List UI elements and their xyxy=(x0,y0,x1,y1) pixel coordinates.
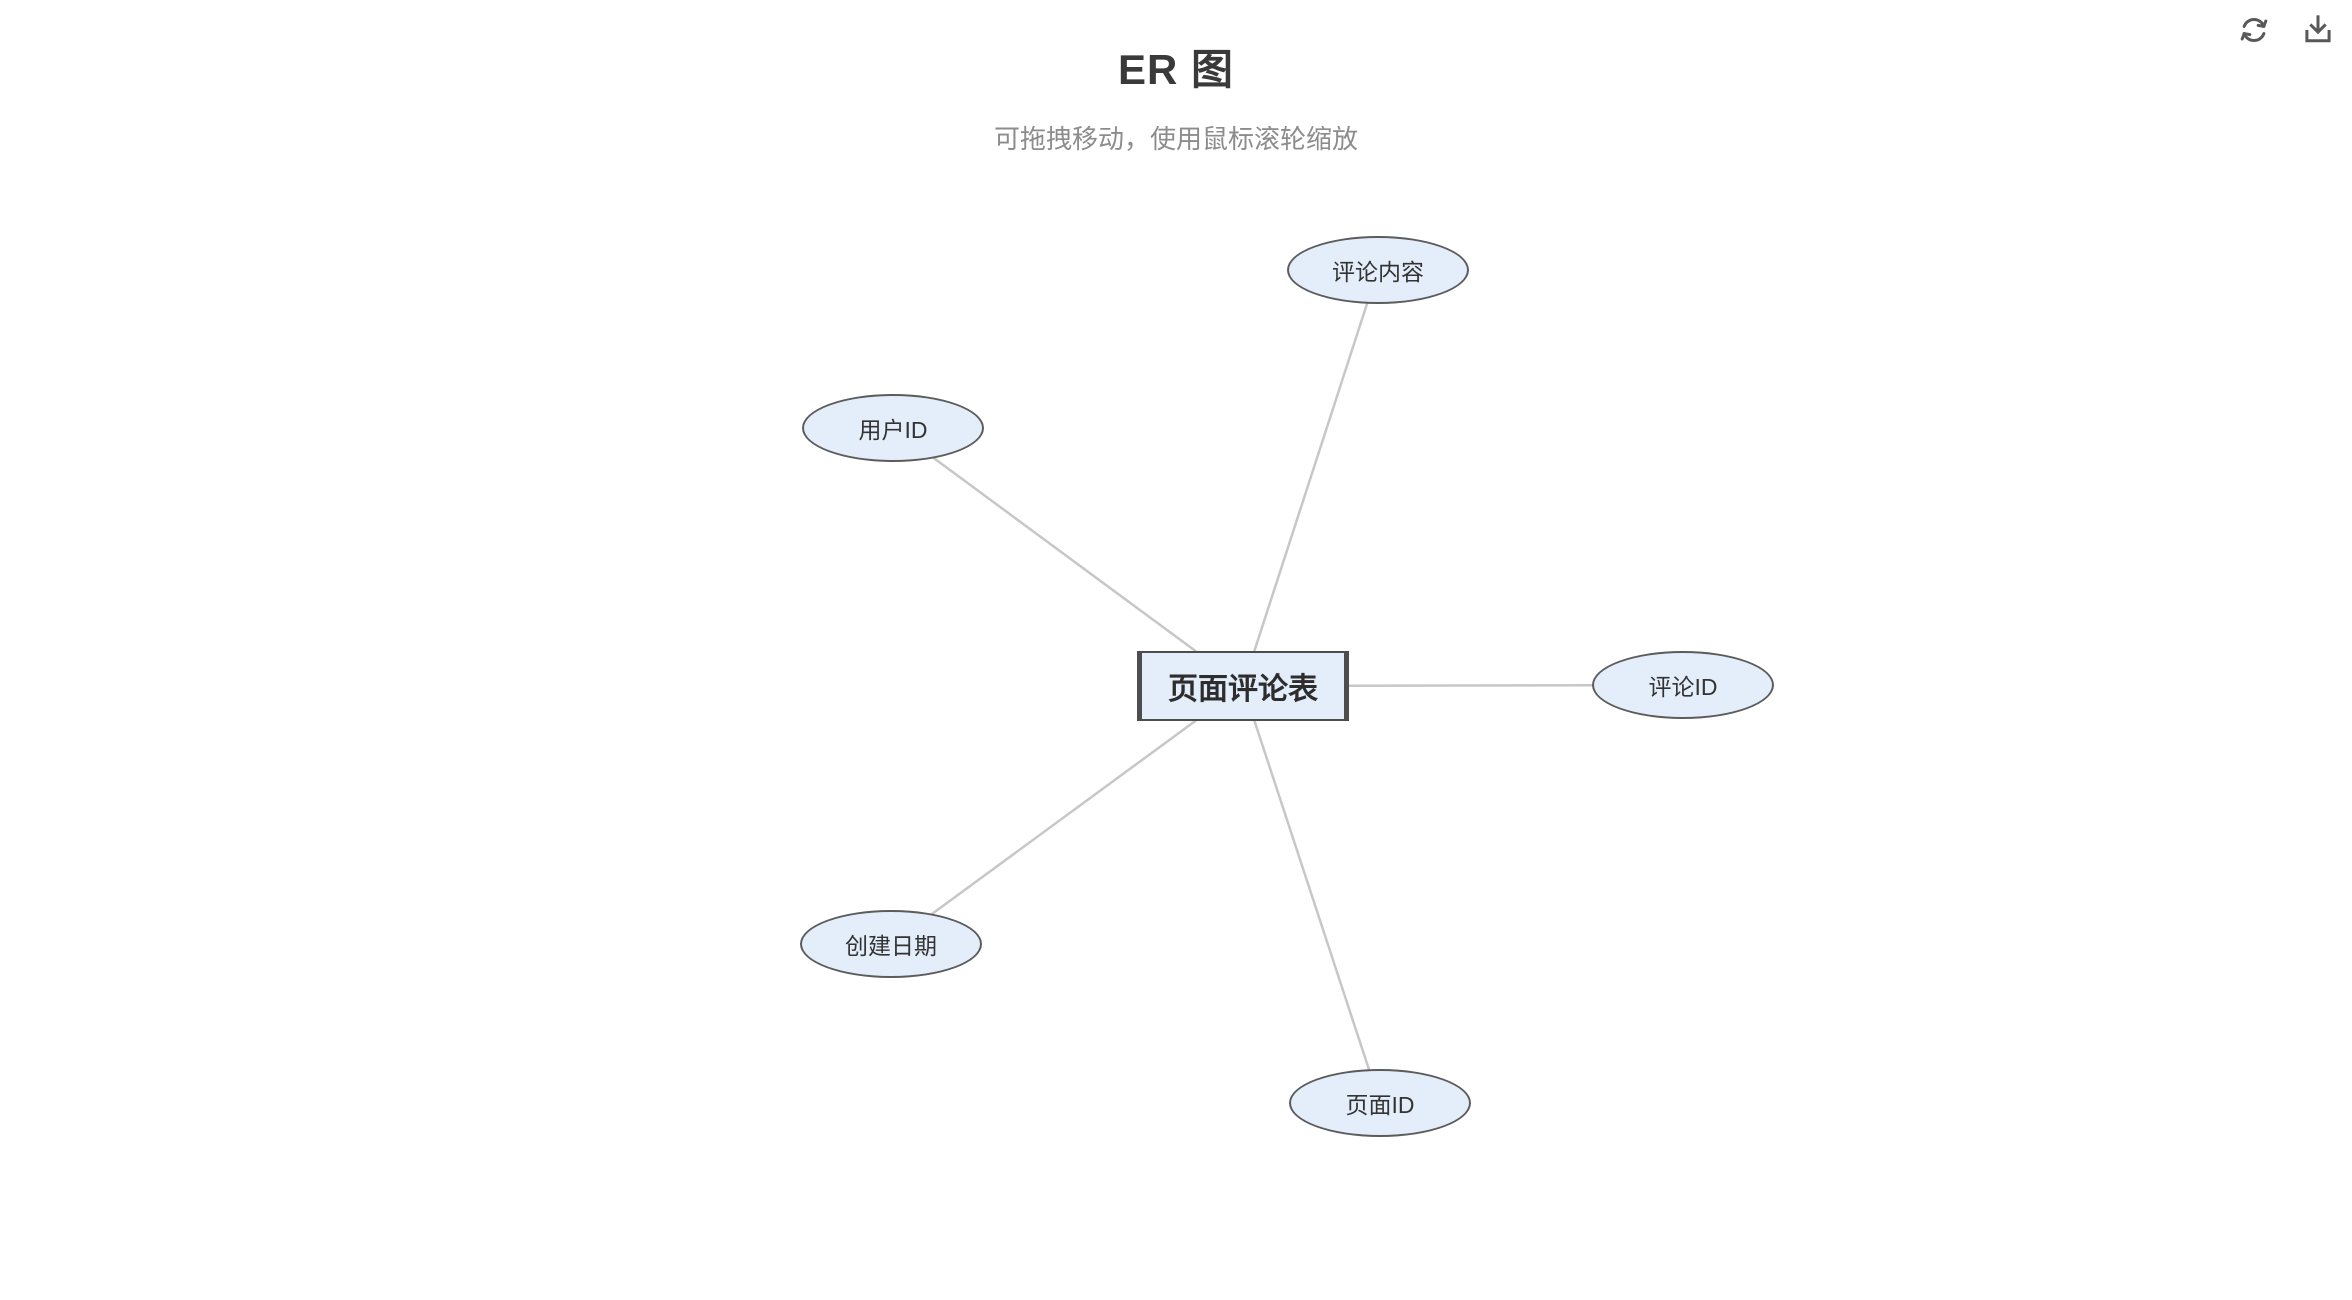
edge-页面评论表-评论内容 xyxy=(1241,269,1380,687)
edge-页面评论表-页面ID xyxy=(1241,685,1382,1104)
attribute-node-1[interactable]: 评论内容 xyxy=(1287,236,1469,304)
refresh-button[interactable] xyxy=(2232,8,2276,52)
entity-node[interactable]: 页面评论表 xyxy=(1137,651,1349,721)
refresh-icon xyxy=(2240,18,2268,42)
toolbar xyxy=(2232,8,2340,52)
attribute-node-5[interactable]: 页面ID xyxy=(1289,1069,1471,1137)
attribute-node-4[interactable]: 创建日期 xyxy=(800,910,982,978)
download-icon xyxy=(2305,15,2331,43)
attribute-node-2[interactable]: 用户ID xyxy=(802,394,984,462)
download-button[interactable] xyxy=(2296,8,2340,52)
attribute-node-3[interactable]: 评论ID xyxy=(1592,651,1774,719)
edge-页面评论表-用户ID xyxy=(892,426,1244,688)
edge-页面评论表-创建日期 xyxy=(890,684,1244,946)
